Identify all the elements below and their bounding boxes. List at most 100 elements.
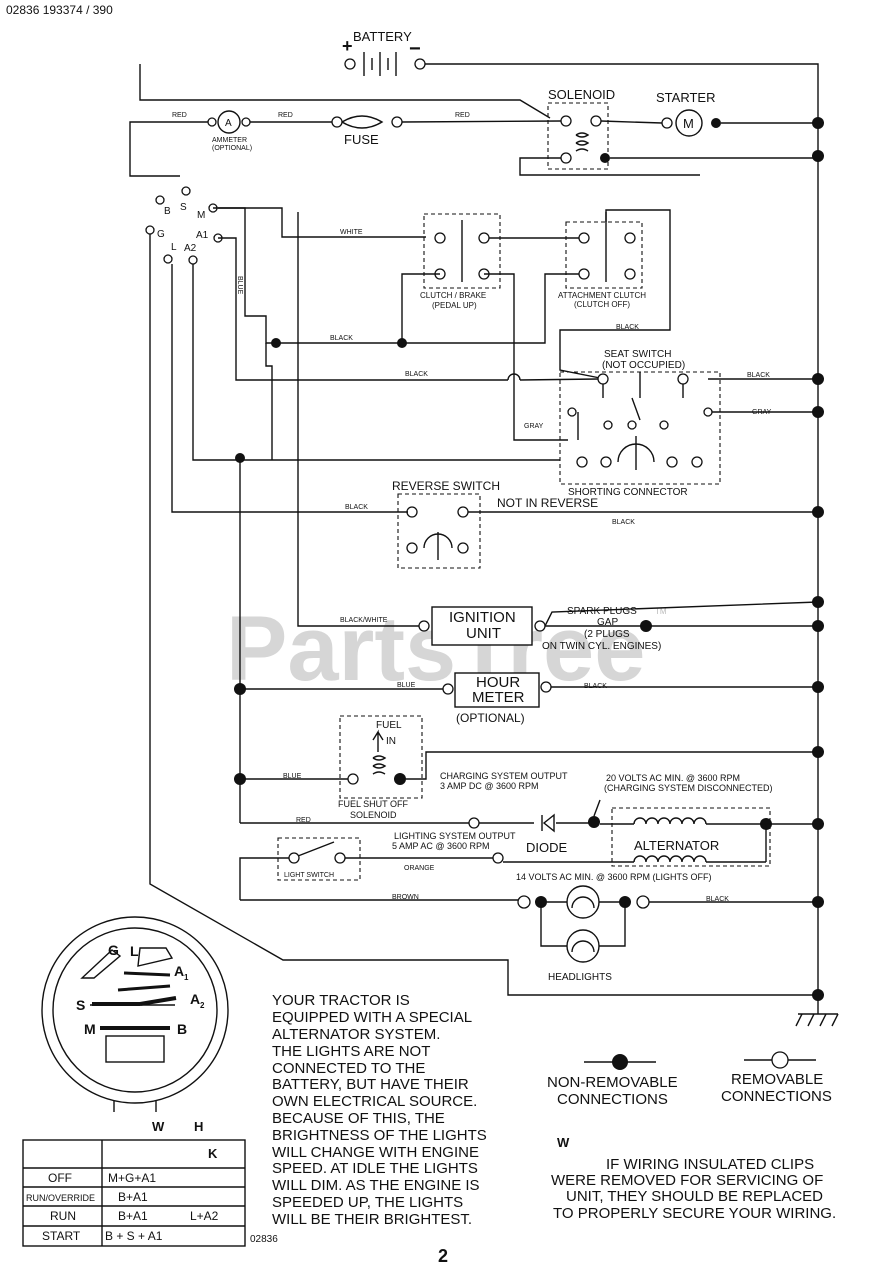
ammeter-note: (OPTIONAL) <box>212 145 252 152</box>
wire-black-white: BLACK/WHITE <box>340 617 388 624</box>
reverse-switch-label: REVERSE SWITCH <box>392 479 500 493</box>
seat-switch: SEAT SWITCH (NOT OCCUPIED) SHORTING CONN… <box>559 349 721 498</box>
wire-gray-1: GRAY <box>752 409 772 416</box>
footer-code: 02836 <box>250 1234 278 1245</box>
spark-plugs-2: GAP <box>597 617 618 628</box>
wire-brown: BROWN <box>392 894 419 901</box>
note-line-10: SPEED. AT IDLE THE LIGHTS <box>272 1160 478 1177</box>
wire-white: WHITE <box>340 229 363 236</box>
clutch-brake-label: CLUTCH / BRAKE <box>420 291 486 300</box>
face-g: G <box>108 942 119 958</box>
legend-removable-2: CONNECTIONS <box>721 1088 832 1105</box>
lighting-label-2: 5 AMP AC @ 3600 RPM <box>392 841 490 851</box>
wire-blue-2: BLUE <box>283 773 302 780</box>
note-line-8: BRIGHTNESS OF THE LIGHTS <box>272 1127 487 1144</box>
battery-plus: + <box>342 36 353 56</box>
seat-switch-note: (NOT OCCUPIED) <box>602 360 685 371</box>
row-3-pos: START <box>42 1229 81 1243</box>
fuel-shutoff-solenoid: FUEL IN FUEL SHUT OFF SOLENOID <box>338 715 423 820</box>
note-line-2: ALTERNATOR SYSTEM. <box>272 1026 440 1043</box>
watermark-tm: TM <box>655 607 667 616</box>
fuel-label-2: IN <box>386 736 396 747</box>
warning-w: W <box>557 1135 570 1150</box>
starter-label: STARTER <box>656 90 715 105</box>
ignition-unit-line2: UNIT <box>466 625 501 642</box>
seat-switch-label: SEAT SWITCH <box>604 349 671 360</box>
reverse-switch: REVERSE SWITCH <box>392 479 500 569</box>
charging-label-1: CHARGING SYSTEM OUTPUT <box>440 771 568 781</box>
attachment-clutch-switch: ATTACHMENT CLUTCH (CLUTCH OFF) <box>558 212 646 309</box>
face-a2: A <box>190 991 200 1007</box>
headlights: HEADLIGHTS <box>517 885 650 983</box>
diode-label: DIODE <box>526 840 568 855</box>
alternator-label: ALTERNATOR <box>634 838 719 853</box>
spark-plugs-1: SPARK PLUGS <box>567 606 637 617</box>
warning-line-1: WERE REMOVED FOR SERVICING OF <box>551 1172 823 1189</box>
term-g: G <box>157 229 165 240</box>
ignition-unit: IGNITION UNIT <box>418 606 546 646</box>
legend: NON-REMOVABLE CONNECTIONS REMOVABLE CONN… <box>547 1051 832 1108</box>
legend-non-removable-1: NON-REMOVABLE <box>547 1074 678 1091</box>
charging-label-2: 3 AMP DC @ 3600 RPM <box>440 781 539 791</box>
note-line-12: SPEEDED UP, THE LIGHTS <box>272 1194 463 1211</box>
row-1-pos: RUN/OVERRIDE <box>26 1193 95 1203</box>
note-line-9: WILL CHANGE WITH ENGINE <box>272 1144 479 1161</box>
clutch-brake-switch: CLUTCH / BRAKE (PEDAL UP) <box>420 213 501 310</box>
legend-non-removable-2: CONNECTIONS <box>557 1091 668 1108</box>
starter-motor: M <box>683 116 694 131</box>
note-line-6: OWN ELECTRICAL SOURCE. <box>272 1093 477 1110</box>
fuel-shutoff-label-1: FUEL SHUT OFF <box>338 799 409 809</box>
wire-red-1: RED <box>172 112 187 119</box>
wire-black-7: BLACK <box>584 683 607 690</box>
term-a1: A1 <box>196 230 209 241</box>
battery-minus: − <box>409 38 421 60</box>
warning-line-0: IF WIRING INSULATED CLIPS <box>606 1156 814 1173</box>
note-line-13: WILL BE THEIR BRIGHTEST. <box>272 1211 472 1228</box>
solenoid: SOLENOID <box>547 87 615 170</box>
wire-blue-1: BLUE <box>397 682 416 689</box>
face-m: M <box>84 1021 96 1037</box>
spark-plugs-4: ON TWIN CYL. ENGINES) <box>542 641 661 652</box>
table-title-w: W <box>152 1119 165 1134</box>
switch-position-table: W H K OFF M+G+A1 RUN/OVERRIDE B+A1 RUN B… <box>22 1119 246 1247</box>
hour-meter: HOUR METER (OPTIONAL) <box>442 672 552 725</box>
page-number: 2 <box>438 1246 448 1266</box>
note-line-4: CONNECTED TO THE <box>272 1060 425 1077</box>
note-line-11: WILL DIM. AS THE ENGINE IS <box>272 1177 480 1194</box>
fuel-shutoff-label-2: SOLENOID <box>350 810 397 820</box>
note-line-7: BECAUSE OF THIS, THE <box>272 1110 445 1127</box>
ammeter: A AMMETER (OPTIONAL) <box>207 110 252 152</box>
hour-meter-note: (OPTIONAL) <box>456 711 525 725</box>
face-a1: A <box>174 963 184 979</box>
legend-removable-1: REMOVABLE <box>731 1071 823 1088</box>
term-s: S <box>180 202 187 213</box>
ammeter-label: AMMETER <box>212 137 247 144</box>
hour-meter-line1: HOUR <box>476 674 520 691</box>
solenoid-label: SOLENOID <box>548 87 615 102</box>
term-a2: A2 <box>184 243 197 254</box>
row-1-c1: B+A1 <box>118 1190 148 1204</box>
wire-black-1: BLACK <box>616 324 639 331</box>
row-2-pos: RUN <box>50 1209 76 1223</box>
fuse-label: FUSE <box>344 132 379 147</box>
warning-note: W IF WIRING INSULATED CLIPS WERE REMOVED… <box>551 1135 836 1222</box>
warning-line-3: TO PROPERLY SECURE YOUR WIRING. <box>553 1205 836 1222</box>
lights-note: YOUR TRACTOR IS EQUIPPED WITH A SPECIAL … <box>272 992 487 1228</box>
wire-orange: ORANGE <box>404 865 435 872</box>
starter: STARTER M <box>656 90 721 137</box>
face-s: S <box>76 997 85 1013</box>
wire-black-3: BLACK <box>405 371 428 378</box>
note-line-0: YOUR TRACTOR IS <box>272 992 410 1009</box>
wire-red-3: RED <box>455 112 470 119</box>
volts20-label-2: (CHARGING SYSTEM DISCONNECTED) <box>604 783 773 793</box>
wire-blue-vert: BLUE <box>236 276 243 295</box>
wire-red-charge: RED <box>296 817 311 824</box>
fuel-label-1: FUEL <box>376 720 402 731</box>
battery-label: BATTERY <box>353 29 412 44</box>
note-line-1: EQUIPPED WITH A SPECIAL <box>272 1009 472 1026</box>
light-switch-label: LIGHT SWITCH <box>284 872 334 879</box>
table-title-h: H <box>194 1119 203 1134</box>
note-line-3: THE LIGHTS ARE NOT <box>272 1043 430 1060</box>
wire-black-5: BLACK <box>345 504 368 511</box>
